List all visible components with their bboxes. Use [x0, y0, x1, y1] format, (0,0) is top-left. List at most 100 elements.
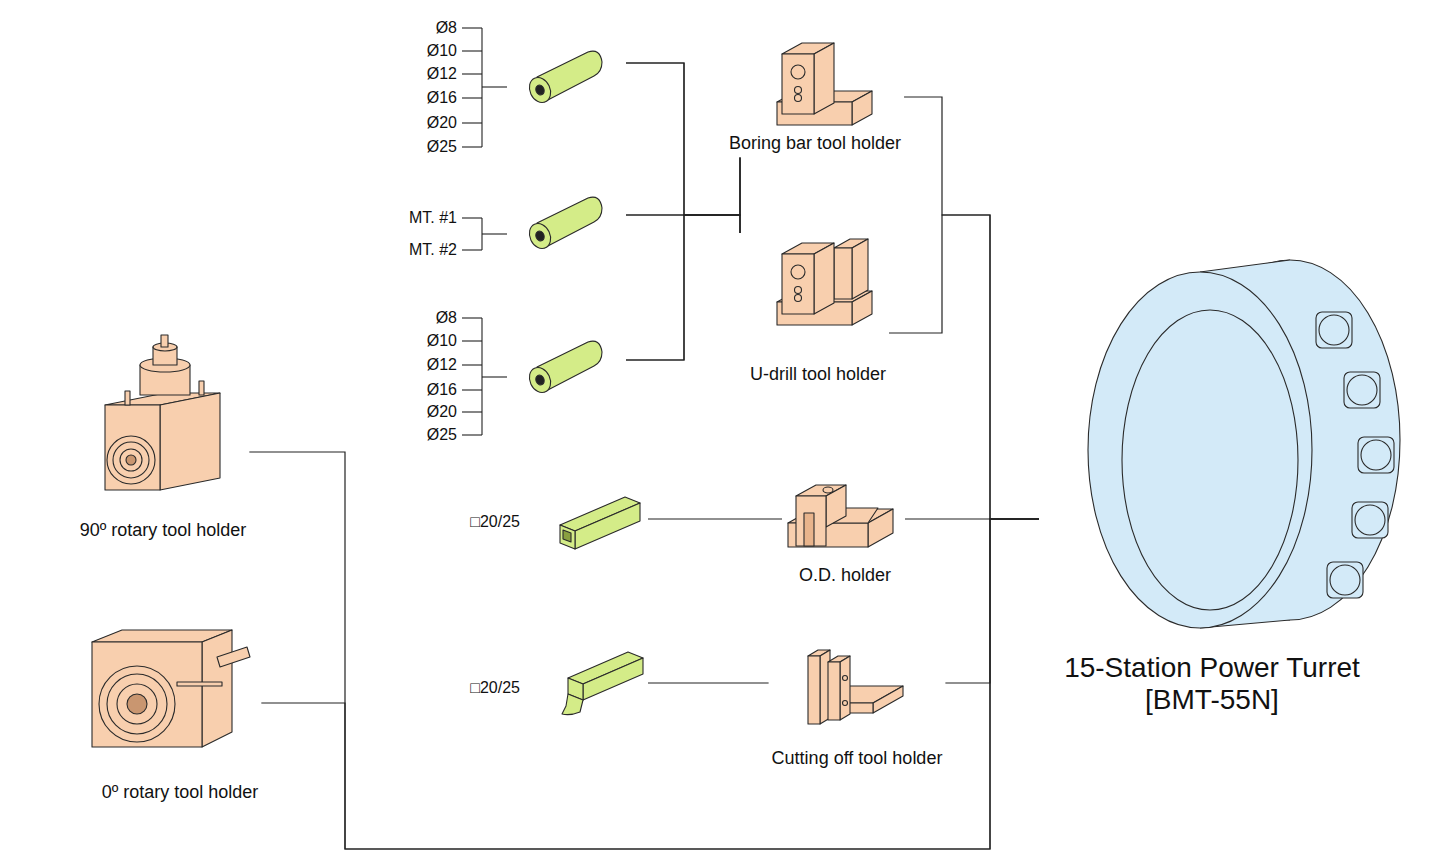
cut-off-blade [583, 658, 643, 700]
u-drill-holder-drawing [834, 248, 852, 299]
power-turret-drawing [1088, 272, 1312, 628]
rotary-holder-90: 90º rotary tool holder [77, 332, 250, 545]
cutting-off-holder-drawing [873, 686, 903, 713]
size-bracket [462, 249, 482, 250]
rotary-holder-0-drawing [127, 694, 147, 714]
collet-group: Ø8Ø10Ø12Ø16Ø20Ø25 [424, 15, 626, 160]
power-turret-drawing [1352, 502, 1388, 538]
node-label: Ø12 [427, 355, 457, 374]
node-label: MT. #2 [409, 240, 457, 259]
rotary-holder-0-drawing [92, 630, 250, 747]
node-label: □20/25 [470, 678, 520, 697]
collet-sleeve [534, 84, 545, 96]
size-bracket [462, 434, 482, 435]
od-holder-drawing [823, 487, 833, 493]
node-label: Ø8 [436, 308, 457, 327]
u-drill-holder: U-drill tool holder [747, 233, 889, 389]
turning-tool-bit [563, 530, 571, 542]
rotary-holder-0-drawing [107, 674, 167, 734]
node-label: U-drill tool holder [750, 364, 886, 386]
boring-bar-holder-drawing [814, 43, 834, 114]
cutting-off-holder-drawing [843, 676, 848, 681]
power-turret-drawing [1122, 310, 1298, 610]
u-drill-holder-drawing [795, 295, 802, 302]
size-bracket [462, 218, 507, 250]
u-drill-holder-drawing [782, 254, 814, 314]
cutting-off-holder-drawing [840, 656, 850, 720]
power-turret-drawing [1319, 315, 1349, 345]
u-drill-holder-drawing [795, 287, 802, 294]
rotary-holder-0-drawing [217, 647, 250, 667]
node-label: Ø16 [427, 88, 457, 107]
size-bracket [462, 28, 507, 147]
node-label: 15-Station Power Turret [BMT-55N] [1042, 652, 1382, 716]
node-label: Ø20 [427, 113, 457, 132]
size-bracket [462, 317, 482, 318]
size-bracket [482, 233, 507, 234]
rotary-holder-90-drawing [120, 449, 142, 471]
collet-sleeve [525, 51, 602, 106]
rotary-holder-0-drawing [177, 682, 222, 686]
connector-line [261, 519, 1039, 849]
size-bracket [462, 318, 507, 435]
node-label: Cutting off tool holder [772, 748, 943, 770]
size-bracket [462, 389, 482, 390]
rotary-holder-0-drawing [99, 666, 175, 742]
collet-sleeve [525, 197, 602, 252]
rotary-holder-90-drawing [160, 393, 220, 490]
rotary-holder-0-drawing [117, 684, 157, 724]
node-label: 0º rotary tool holder [102, 782, 259, 804]
node-label: O.D. holder [799, 565, 891, 587]
connector-line [648, 682, 769, 683]
size-bracket [462, 122, 482, 123]
size-bracket [462, 217, 482, 218]
rotary-holder-0-drawing [202, 630, 232, 747]
power-turret-drawing [1316, 312, 1352, 348]
od-holder: O.D. holder [782, 473, 905, 590]
cut-off-blade [562, 694, 583, 715]
size-bracket [462, 340, 482, 341]
connector-line [626, 158, 740, 215]
cutting-off-holder-drawing [828, 662, 840, 720]
connector-line [626, 215, 740, 360]
connector-line [626, 63, 740, 215]
size-bracket [462, 97, 482, 98]
cut-off-blade [562, 652, 643, 715]
size-bracket [462, 73, 482, 74]
u-drill-holder-drawing [791, 265, 805, 279]
power-turret: 15-Station Power Turret [BMT-55N] [1039, 242, 1405, 719]
cutting-off-holder-drawing [808, 656, 820, 724]
od-holder-drawing [796, 496, 826, 546]
node-label: Ø16 [427, 380, 457, 399]
u-drill-holder-drawing [852, 239, 868, 299]
connector-line [889, 215, 1039, 519]
boring-bar-holder-drawing [791, 65, 805, 79]
boring-bar-holder-drawing [782, 54, 814, 114]
power-turret-drawing [1088, 260, 1400, 628]
cutting-off-holder-drawing [808, 650, 903, 724]
node-label: Ø25 [427, 425, 457, 444]
collet-sleeve [525, 220, 554, 252]
od-holder-drawing [804, 513, 814, 546]
power-turret-drawing [1361, 440, 1391, 470]
connector-line [626, 215, 740, 233]
rotary-holder-0-drawing [92, 642, 202, 747]
node-label: Boring bar tool holder [729, 133, 901, 155]
collet-sleeve [534, 230, 545, 242]
node-label: Ø10 [427, 331, 457, 350]
turning-tool-bit [560, 525, 575, 549]
tool-bit: □20/25 [467, 645, 648, 721]
connector-line [249, 452, 1039, 849]
tool-bit: □20/25 [467, 485, 648, 555]
node-label: □20/25 [470, 512, 520, 531]
rotary-holder-90-drawing [105, 335, 220, 490]
collet-sleeve [525, 364, 554, 396]
rotary-holder-90-drawing [113, 442, 149, 478]
collet-sleeve [525, 74, 554, 106]
rotary-holder-0: 0º rotary tool holder [77, 617, 261, 807]
power-turret-drawing [1200, 260, 1290, 272]
power-turret-drawing [1344, 372, 1380, 408]
turning-tool-bit [575, 503, 640, 549]
